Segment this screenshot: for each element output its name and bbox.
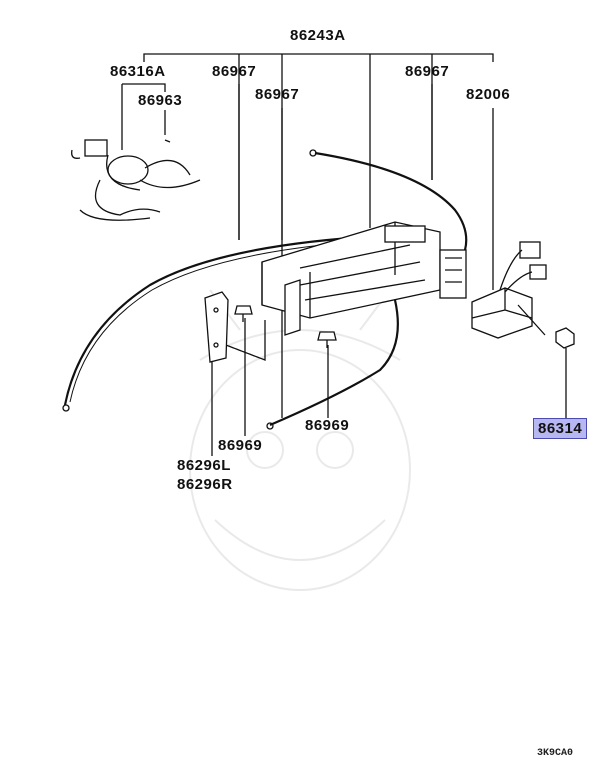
bolt-86969-a — [234, 305, 253, 322]
leader-86316A — [121, 83, 166, 150]
cable-left-inner — [69, 239, 381, 403]
part-86314 — [555, 327, 575, 349]
cable-top — [314, 151, 468, 251]
cable-end-bottom — [266, 422, 274, 430]
label-86967-mid: 86967 — [255, 86, 300, 103]
lock-actuator-assembly — [261, 221, 467, 336]
motor-86316A — [71, 139, 201, 221]
label-86296L: 86296L — [177, 457, 231, 474]
cable-end-left — [62, 404, 70, 412]
label-86967-left: 86967 — [212, 63, 257, 80]
cable-left — [63, 234, 381, 406]
label-86969-left: 86969 — [218, 437, 263, 454]
bracket-86296 — [204, 291, 229, 363]
label-86314-highlighted[interactable]: 86314 — [533, 418, 588, 439]
label-86967-right: 86967 — [405, 63, 450, 80]
label-86963: 86963 — [138, 92, 183, 109]
relay-82006 — [471, 241, 547, 339]
watermark — [189, 289, 411, 591]
leader-86243A — [143, 53, 494, 240]
cable-bottom — [269, 299, 399, 427]
label-86969-right: 86969 — [305, 417, 350, 434]
bolt-86969-b — [317, 331, 337, 348]
diagram-code: 3K9CA0 — [537, 748, 574, 759]
leader-bracket-link — [217, 320, 266, 361]
label-86316A: 86316A — [110, 63, 166, 80]
cable-end-top — [309, 149, 317, 157]
label-82006: 82006 — [466, 86, 511, 103]
label-86296R: 86296R — [177, 476, 233, 493]
label-86243A: 86243A — [290, 27, 346, 44]
